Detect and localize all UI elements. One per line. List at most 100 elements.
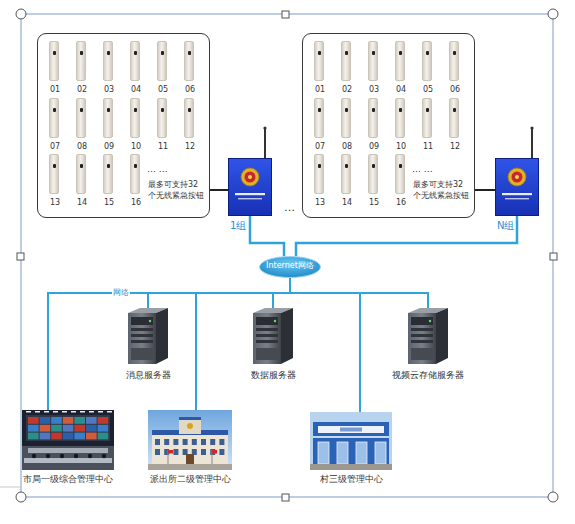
- emergency-button: 11: [422, 98, 432, 138]
- screen-tile: [86, 425, 97, 432]
- server-bay: [131, 334, 153, 337]
- button-dot: [134, 108, 137, 112]
- photo-bg: [22, 410, 114, 470]
- emergency-button: 09: [368, 98, 378, 138]
- screen-tile: [40, 433, 51, 440]
- network-line: [296, 216, 517, 256]
- ceiling-light: [107, 411, 112, 413]
- node-label: 最多可支持32个无线紧急按钮: [148, 180, 206, 202]
- host-body: [229, 159, 272, 216]
- button-dot: [399, 164, 402, 168]
- server-bay: [131, 328, 153, 331]
- node-label: 05: [149, 85, 177, 95]
- emergency-button: 14: [341, 154, 351, 194]
- badge-center: [512, 172, 523, 183]
- network-shape: [260, 257, 321, 278]
- window: [155, 449, 160, 455]
- screen-tile: [98, 425, 109, 432]
- host-plate: [238, 198, 262, 199]
- window: [173, 449, 178, 455]
- node-label: 村三级管理中心: [281, 474, 421, 485]
- emergency-button: 01: [49, 41, 59, 81]
- button-dot: [53, 51, 56, 55]
- ellipsis-label: … …: [412, 164, 433, 175]
- ellipsis-label: …: [284, 201, 295, 214]
- emergency-button: 06: [184, 41, 194, 81]
- glass-door: [356, 442, 367, 464]
- alarm-host: N组: [495, 158, 539, 216]
- server-node: 数据服务器: [253, 308, 293, 364]
- alarm-host: [495, 158, 539, 216]
- button-group-box: 最多可支持32个无线紧急按钮01020304050607080910111213…: [302, 33, 475, 218]
- node-label: N组: [497, 220, 514, 232]
- trim: [313, 436, 389, 438]
- emergency-button: 03: [103, 41, 113, 81]
- node-label: 05: [414, 85, 442, 95]
- button-dot: [372, 164, 375, 168]
- ground: [310, 464, 392, 470]
- emergency-button: 08: [341, 98, 351, 138]
- node-label: 消息服务器: [88, 370, 208, 381]
- alarm-host: 1组: [228, 158, 272, 216]
- button-dot: [107, 164, 110, 168]
- emergency-button: 02: [76, 41, 86, 81]
- button-dot: [318, 51, 321, 55]
- ceiling-light: [71, 411, 76, 413]
- badge-star: [515, 175, 519, 179]
- button-dot: [188, 51, 191, 55]
- screen-tile: [63, 433, 74, 440]
- network-line: [250, 216, 284, 256]
- emergency-button: 15: [103, 154, 113, 194]
- host-plate: [502, 193, 532, 195]
- server-side: [156, 308, 168, 364]
- frame-handle: [548, 9, 558, 19]
- button-dot: [188, 108, 191, 112]
- operator: [46, 454, 50, 458]
- server-side: [281, 308, 293, 364]
- network-line: [273, 278, 290, 308]
- screen-tile: [98, 433, 109, 440]
- button-dot: [53, 108, 56, 112]
- node-label: 01: [41, 85, 69, 95]
- node-label: 数据服务器: [213, 370, 333, 381]
- network-cloud: Internet网络: [259, 256, 321, 278]
- node-label: 16: [387, 198, 415, 208]
- frame-guide: [0, 487, 21, 488]
- network-line: [290, 278, 428, 308]
- button-dot: [426, 51, 429, 55]
- node-label: 14: [333, 198, 361, 208]
- button-dot: [134, 164, 137, 168]
- server-vent: [256, 348, 278, 360]
- node-label: Internet网络: [259, 261, 321, 271]
- node-label: 10: [387, 142, 415, 152]
- screen-wall: [26, 415, 110, 441]
- node-label: 03: [360, 85, 388, 95]
- host-plate: [235, 193, 265, 195]
- screen-tile: [40, 417, 51, 424]
- button-dot: [372, 51, 375, 55]
- node-label: 15: [95, 198, 123, 208]
- button-dot: [345, 108, 348, 112]
- antenna-tip: [263, 126, 266, 129]
- emergency-button: 12: [184, 98, 194, 138]
- server-bay: [256, 334, 278, 337]
- frame-handle: [16, 9, 26, 19]
- button-dot: [345, 51, 348, 55]
- screen-tile: [28, 425, 39, 432]
- site-photo: [22, 410, 114, 470]
- network-line: [290, 278, 360, 412]
- screen-tile: [51, 425, 62, 432]
- emergency-button: 14: [76, 154, 86, 194]
- button-dot: [80, 164, 83, 168]
- server-led: [149, 320, 151, 322]
- button-dot: [399, 108, 402, 112]
- frame-handle: [16, 492, 26, 502]
- emergency-button: 05: [157, 41, 167, 81]
- ground: [148, 464, 232, 470]
- building: [313, 422, 389, 464]
- glass-door: [337, 442, 348, 464]
- button-dot: [345, 164, 348, 168]
- node-label: 09: [360, 142, 388, 152]
- screen-tile: [86, 433, 97, 440]
- frame-handle: [550, 253, 557, 260]
